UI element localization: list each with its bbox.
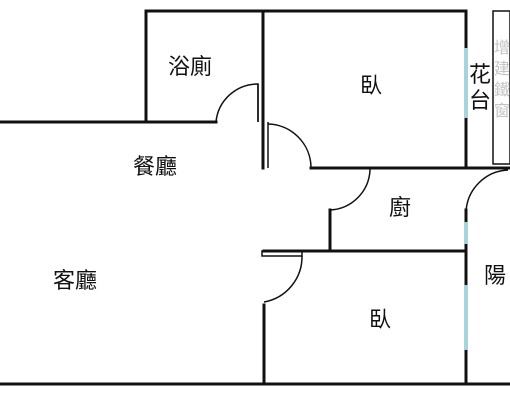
annex-note: 增建鐵窗 <box>493 38 510 120</box>
room-label-living: 客廳 <box>53 269 98 294</box>
room-label-bathroom: 浴廁 <box>168 55 213 80</box>
door-bedroom-top <box>267 123 312 168</box>
door-bathroom <box>215 83 259 123</box>
room-label-planter: 花台 <box>468 63 491 114</box>
room-label-kitchen: 廚 <box>389 196 412 221</box>
door-kitchen <box>329 168 371 211</box>
room-label-dining: 餐廳 <box>133 155 178 180</box>
door-bedroom-bottom <box>263 255 303 303</box>
walls <box>0 9 510 386</box>
thin-lines <box>257 10 510 257</box>
bedroom-bottom-door-header <box>261 250 303 257</box>
door-balcony <box>465 169 509 213</box>
room-label-balcony: 陽 <box>484 264 507 289</box>
doors <box>215 83 509 303</box>
room-label-bedroom-bottom: 臥 <box>369 308 392 333</box>
annex-box <box>492 10 510 165</box>
room-label-bedroom-top: 臥 <box>360 74 383 99</box>
